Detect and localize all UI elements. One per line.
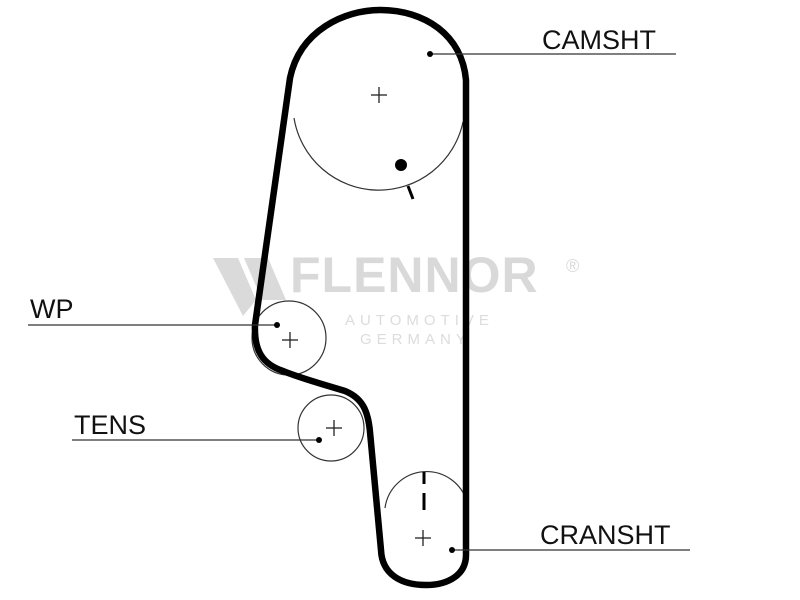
watermark-registered-mark: ® [566, 256, 579, 276]
watermark: FLENNOR ® AUTOMOTIVE GERMANY [213, 247, 579, 348]
water-pump-leader [28, 322, 280, 328]
crankshaft-pulley [384, 471, 468, 509]
timing-belt [251, 6, 470, 589]
camshaft-center-mark [371, 87, 387, 103]
crankshaft-label: CRANSHT [540, 520, 671, 550]
crankshaft-center-mark [415, 530, 431, 546]
water-pump-center-mark [282, 332, 298, 348]
tensioner-leader [72, 437, 322, 443]
camshaft-label: CAMSHT [542, 25, 656, 55]
tensioner-center-mark [326, 420, 342, 436]
camshaft-timing-mark [395, 159, 415, 200]
camshaft-leader [427, 51, 676, 57]
watermark-brand: FLENNOR [290, 247, 539, 303]
flennor-logo-icon [213, 258, 286, 316]
watermark-line1: AUTOMOTIVE [345, 312, 494, 329]
tensioner-label: TENS [74, 410, 146, 440]
tensioner-pulley [297, 394, 365, 462]
water-pump-pulley [251, 300, 327, 376]
water-pump-label: WP [30, 294, 74, 324]
camshaft-pulley [293, 117, 464, 191]
crankshaft-leader [449, 547, 690, 553]
watermark-line2: GERMANY [360, 331, 471, 348]
